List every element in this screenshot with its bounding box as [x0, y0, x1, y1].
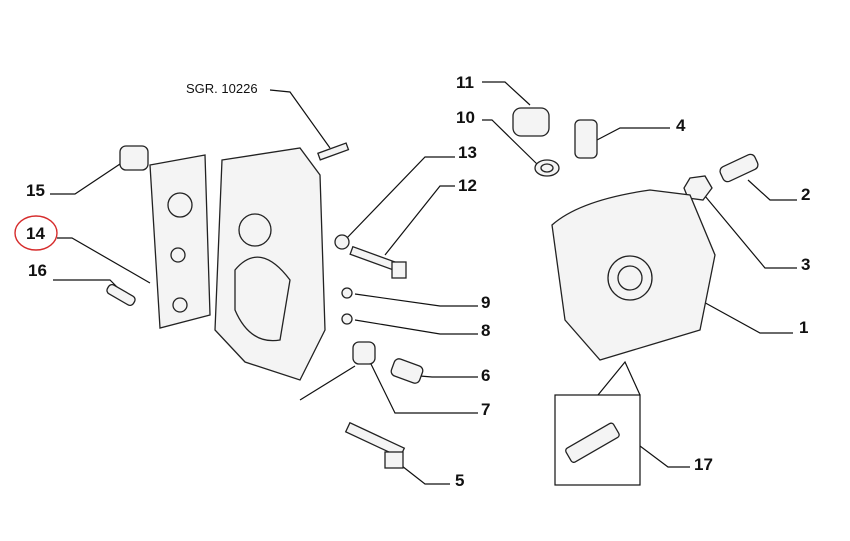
part-8-plug: [341, 313, 353, 325]
part-1-pump-body: [551, 189, 716, 361]
callout-4: 4: [676, 116, 686, 135]
part-13-washer: [334, 234, 350, 250]
callout-13: 13: [458, 143, 477, 162]
callout-17: 17: [694, 455, 713, 474]
part-4-spring: [574, 119, 598, 159]
reference-stud: [317, 142, 350, 161]
part-14-gasket: [149, 154, 211, 329]
callout-1: 1: [799, 318, 809, 337]
part-10-washer: [534, 159, 560, 177]
highlight-circle-14: [14, 215, 58, 251]
callout-7: 7: [481, 400, 491, 419]
callout-12: 12: [458, 176, 477, 195]
part-16-pin: [106, 283, 136, 307]
part-17-sealant-tube-box: [554, 394, 641, 486]
part-7-bushing: [352, 341, 376, 365]
part-11-plug: [512, 107, 550, 137]
callout-6: 6: [481, 366, 491, 385]
housing-cover: [214, 147, 326, 381]
callout-9: 9: [481, 293, 491, 312]
part-6-screw: [390, 358, 424, 384]
leader-lines: [50, 81, 797, 485]
callout-5: 5: [455, 471, 465, 490]
callout-14: 14: [26, 224, 45, 243]
part-9-plug: [341, 287, 353, 299]
callout-10: 10: [456, 108, 475, 127]
reference-label: SGR. 10226: [186, 81, 258, 96]
part-3-nut: [683, 175, 713, 201]
part-2-screw: [719, 153, 759, 183]
part-5-stud: [344, 421, 406, 469]
part-15-bushing: [119, 145, 149, 171]
callout-3: 3: [801, 255, 811, 274]
callout-8: 8: [481, 321, 491, 340]
callout-15: 15: [26, 181, 45, 200]
part-12-bolt: [349, 245, 407, 279]
callout-2: 2: [801, 185, 811, 204]
callout-11: 11: [456, 73, 474, 92]
callout-16: 16: [28, 261, 47, 280]
